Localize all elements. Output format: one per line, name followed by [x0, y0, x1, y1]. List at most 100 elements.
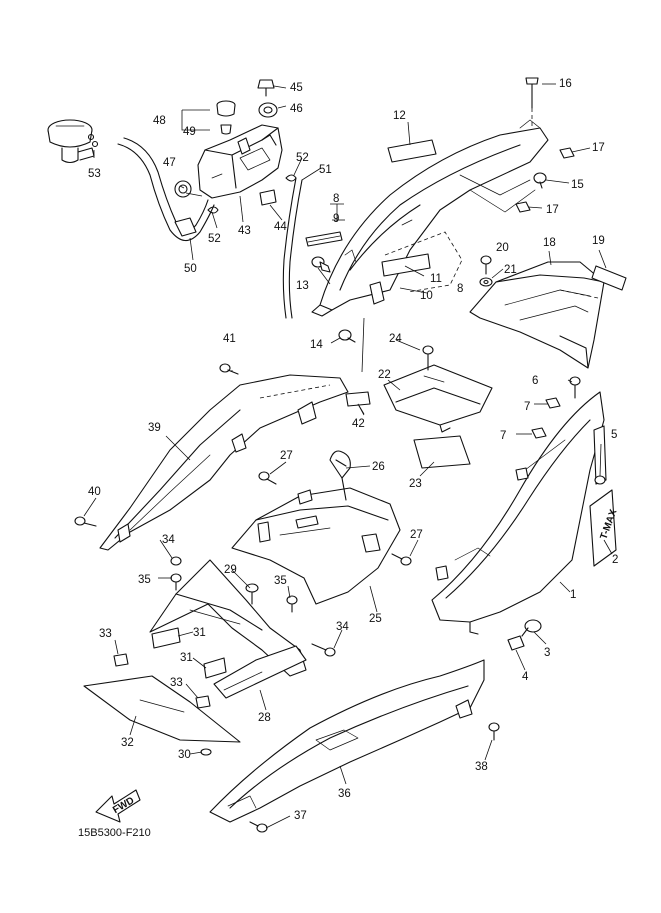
- screw-14-part: [338, 329, 356, 343]
- upper-cover-10-part: [311, 119, 549, 317]
- callout-52-lower: 52: [208, 233, 221, 245]
- emblem-2-part: T-MAX: [589, 489, 620, 567]
- clamp-26-part: [329, 450, 351, 501]
- callout-labels: 1 2 3 4 5 6 7 7 8 8 9 10 11 12 13 14 15 …: [88, 78, 618, 822]
- callout-11: 11: [430, 273, 442, 285]
- tank-cap-49-part: [216, 100, 236, 135]
- cover-22-part: [383, 364, 493, 433]
- screw-38-part: [488, 722, 500, 741]
- callout-34-right: 34: [336, 621, 349, 633]
- nut-46-part: [258, 102, 278, 118]
- clip-29-part: [245, 583, 259, 605]
- nut-7a-part: [545, 397, 561, 409]
- screw-13-part: [311, 256, 331, 273]
- callout-45: 45: [290, 82, 303, 94]
- screw-35b-part: [286, 595, 298, 613]
- callout-17-lower: 17: [546, 204, 559, 216]
- bolt-45-part: [257, 79, 275, 97]
- callout-27-right: 27: [410, 529, 423, 541]
- seal-9-part: [305, 231, 343, 247]
- callout-48: 48: [153, 115, 166, 127]
- lower-cover-36-part: [209, 659, 485, 823]
- plate-31a-part: [151, 627, 181, 649]
- fwd-arrow: FWD: [95, 789, 141, 823]
- callout-21: 21: [504, 264, 517, 276]
- screw-35a-part: [170, 573, 182, 591]
- callout-7-lower: 7: [500, 430, 506, 442]
- plate-31b-part: [203, 657, 227, 679]
- trim-5-part: [593, 425, 607, 485]
- callout-24: 24: [389, 333, 402, 345]
- callout-6: 6: [532, 375, 538, 387]
- callout-35-right: 35: [274, 575, 287, 587]
- callout-20: 20: [496, 242, 509, 254]
- label-19-part: [591, 265, 627, 291]
- callout-39: 39: [148, 422, 161, 434]
- callout-10: 10: [420, 290, 433, 302]
- callout-42: 42: [352, 418, 365, 430]
- screw-40-part: [74, 516, 97, 527]
- nut-17a-part: [559, 147, 575, 159]
- callout-53: 53: [88, 168, 101, 180]
- callout-36: 36: [338, 788, 351, 800]
- callout-5: 5: [611, 429, 617, 441]
- pad-23-part: [413, 435, 471, 469]
- callout-34-left: 34: [162, 534, 175, 546]
- reservoir-tank-43-part: [197, 124, 283, 199]
- callout-40: 40: [88, 486, 101, 498]
- screw-34a-part: [170, 556, 182, 566]
- callout-19: 19: [592, 235, 605, 247]
- callout-8-lower: 8: [457, 283, 463, 295]
- nut-33b-part: [195, 695, 211, 709]
- callout-25: 25: [369, 613, 382, 625]
- pad-44-part: [259, 189, 277, 206]
- callout-1: 1: [570, 589, 576, 601]
- callout-37: 37: [294, 810, 307, 822]
- washer-30-part: [200, 748, 212, 756]
- screw-6-part: [569, 376, 581, 399]
- callout-33-right: 33: [170, 677, 183, 689]
- label-12-part: [387, 139, 437, 163]
- pad-42-part: [345, 391, 371, 407]
- rail-28-part: [213, 645, 307, 699]
- cover-32-part: [83, 675, 241, 743]
- bolt-3-part: [521, 619, 542, 637]
- bracket-outline-8-part: [332, 219, 463, 293]
- grommet-47-part: [174, 180, 192, 198]
- callout-49: 49: [183, 126, 196, 138]
- callout-15: 15: [571, 179, 584, 191]
- screw-24-part: [422, 345, 434, 371]
- rear-tray-18-part: [469, 261, 605, 369]
- washer-21-part: [479, 277, 493, 287]
- nut-33a-part: [113, 653, 129, 667]
- drawing-code: 15B5300-F210: [78, 827, 151, 839]
- callout-18: 18: [543, 237, 556, 249]
- side-cover-1-part: [431, 391, 605, 635]
- callout-9: 9: [333, 213, 339, 225]
- breather-hose-51-part: [282, 177, 303, 319]
- clip-53-part: [87, 133, 99, 148]
- callout-44: 44: [274, 221, 287, 233]
- callout-35-left: 35: [138, 574, 151, 586]
- callout-3: 3: [544, 647, 550, 659]
- callout-51: 51: [319, 164, 332, 176]
- callout-33-left: 33: [99, 628, 112, 640]
- callout-43: 43: [238, 225, 251, 237]
- callout-38: 38: [475, 761, 488, 773]
- callout-26: 26: [372, 461, 385, 473]
- callout-32: 32: [121, 737, 134, 749]
- callout-31-lower: 31: [180, 652, 193, 664]
- callout-7-upper: 7: [524, 401, 530, 413]
- inner-fender-25-part: [231, 487, 401, 605]
- assembly-line-14: [361, 317, 365, 373]
- callout-31-upper: 31: [193, 627, 206, 639]
- screw-16-part: [525, 77, 539, 126]
- screw-15-part: [533, 172, 547, 189]
- callout-50: 50: [184, 263, 197, 275]
- callout-41: 41: [223, 333, 236, 345]
- overflow-hose-50-part: [117, 137, 215, 242]
- callout-27-left: 27: [280, 450, 293, 462]
- callout-23: 23: [409, 478, 422, 490]
- callout-12: 12: [393, 110, 406, 122]
